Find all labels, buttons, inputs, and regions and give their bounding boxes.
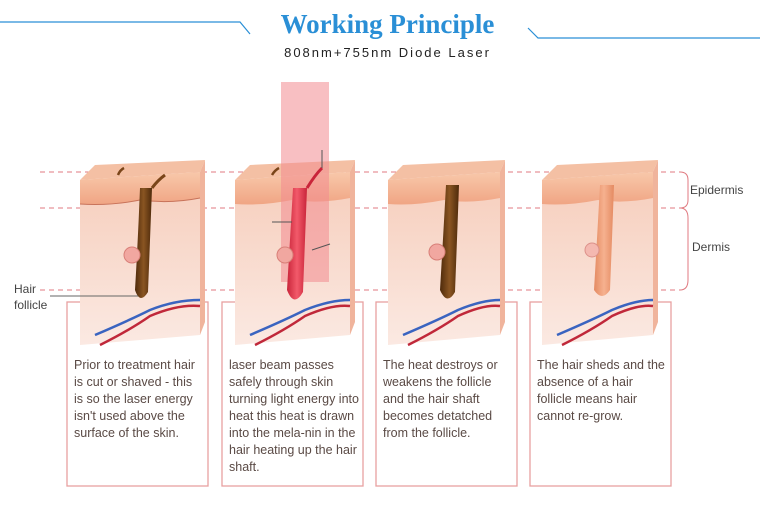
skin-1-side — [200, 160, 205, 335]
dermis-label: Dermis — [692, 240, 730, 254]
step-2-caption: laser beam passes safely through skin tu… — [229, 358, 359, 474]
hair-shaft-3-detached — [440, 185, 459, 299]
step-4-caption: The hair sheds and the absence of a hair… — [537, 358, 665, 423]
empty-follicle-4 — [594, 185, 614, 296]
vessel-red-3 — [407, 304, 501, 347]
skin-2-side — [350, 160, 355, 335]
skin-block-3 — [388, 160, 505, 347]
hair-stub-1 — [150, 173, 166, 189]
gland-1 — [123, 246, 141, 264]
vessel-red-2 — [254, 304, 351, 347]
dermis-bracket — [679, 207, 689, 291]
vessel-blue-4 — [556, 298, 654, 337]
hair-shaft-2-heated — [287, 188, 307, 300]
header-line-right — [527, 27, 760, 39]
skin-block-1 — [79, 160, 205, 347]
skin-3-epidermis — [388, 172, 500, 205]
page-subtitle: 808nm+755nm Diode Laser — [284, 45, 491, 60]
gland-3 — [428, 243, 446, 261]
header-line-left — [0, 21, 251, 35]
skin-4-epidermis — [542, 172, 653, 205]
hair-shaft-1 — [135, 188, 152, 299]
page-title: Working Principle — [280, 9, 495, 39]
vessel-blue-1 — [94, 298, 201, 337]
gland-4 — [584, 242, 600, 258]
vessel-blue-2 — [249, 298, 351, 337]
hair-tip-2b — [270, 166, 280, 176]
skin-block-4 — [542, 160, 658, 347]
epidermis-label: Epidermis — [690, 183, 744, 197]
skin-4-side — [653, 160, 658, 335]
hair-follicle-label: Hair follicle — [14, 282, 48, 312]
skin-3-side — [500, 160, 505, 335]
vessel-red-4 — [561, 304, 654, 347]
skin-1-top-face — [80, 160, 205, 180]
epidermis-bracket — [679, 171, 689, 209]
hair-tip-1b — [116, 166, 125, 176]
skin-3-top-face — [388, 160, 505, 180]
skin-block-2 — [235, 82, 355, 347]
gland-2 — [276, 246, 294, 264]
vessel-red-1 — [99, 304, 201, 347]
hair-stub-2 — [305, 166, 324, 189]
heat-arrow-mid — [311, 243, 331, 251]
step-3-caption: The heat destroys or weakens the follicl… — [383, 358, 498, 440]
skin-4-top-face — [542, 160, 658, 180]
vessel-blue-3 — [402, 298, 501, 337]
step-1-caption: Prior to treatment hair is cut or shaved… — [74, 358, 195, 440]
